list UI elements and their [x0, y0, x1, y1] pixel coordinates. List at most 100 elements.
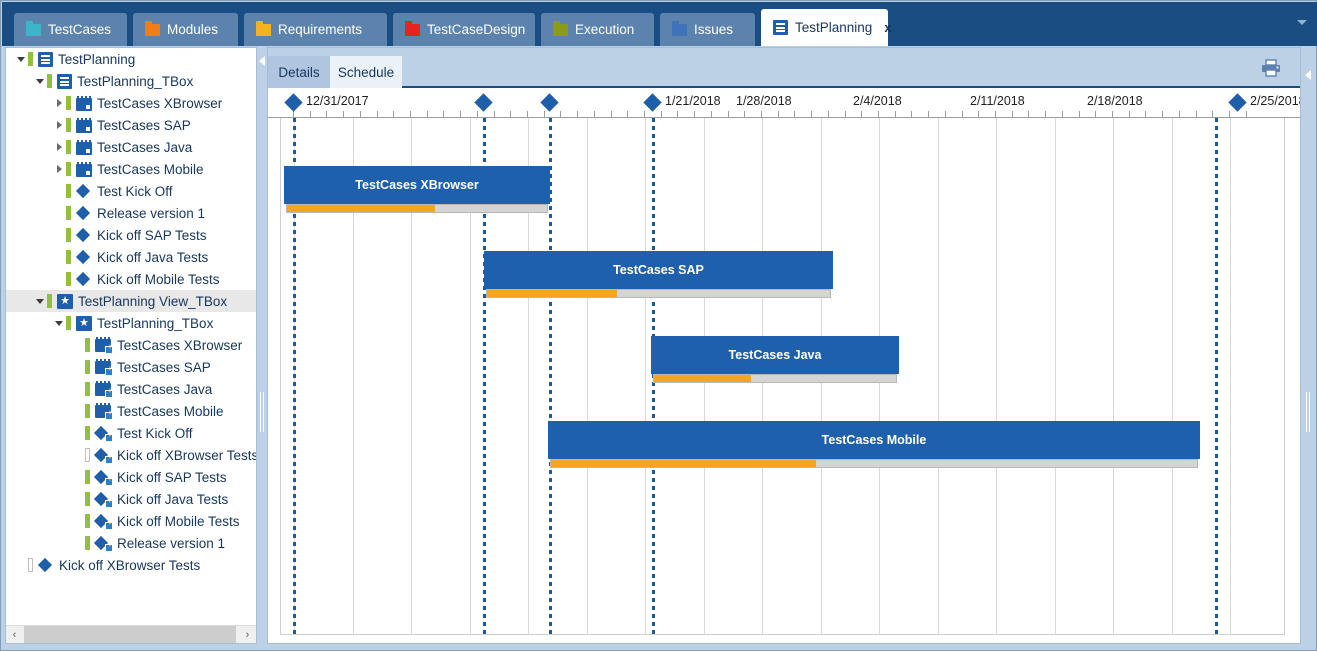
tree-item[interactable]: TestPlanning_TBox [6, 70, 256, 92]
right-panel-splitter[interactable] [1301, 47, 1314, 644]
gantt-task-label[interactable]: TestCases XBrowser [284, 166, 550, 204]
gantt-task-label[interactable]: TestCases Mobile [548, 421, 1200, 459]
gantt-task-label[interactable]: TestCases SAP [484, 251, 833, 289]
tree-item[interactable]: TestCases Mobile [6, 400, 256, 422]
status-marker [85, 536, 90, 550]
linked-badge-icon [105, 430, 114, 442]
tree-item[interactable]: Kick off XBrowser Tests [6, 554, 256, 576]
tree-item[interactable]: Release version 1 [6, 532, 256, 554]
chevron-down-icon[interactable] [52, 320, 66, 326]
tree-item[interactable]: TestCases SAP [6, 114, 256, 136]
document-tab-issues[interactable]: Issues [660, 13, 755, 46]
tree-horizontal-scrollbar[interactable]: ‹ › [6, 625, 256, 643]
document-tab-testcases[interactable]: TestCases [14, 13, 127, 46]
status-marker [28, 558, 33, 572]
splitter-grip-icon[interactable] [1305, 392, 1311, 432]
status-marker [66, 140, 71, 154]
chevron-right-icon[interactable] [52, 143, 66, 151]
chevron-right-icon[interactable] [52, 165, 66, 173]
tree-item[interactable]: TestCases SAP [6, 356, 256, 378]
scroll-left-arrow-icon[interactable]: ‹ [6, 626, 23, 643]
status-marker [66, 316, 71, 330]
tree-item[interactable]: Kick off Java Tests [6, 246, 256, 268]
status-marker [66, 272, 71, 286]
status-marker [66, 118, 71, 132]
document-tab-modules[interactable]: Modules [133, 13, 238, 46]
tree-item[interactable]: Kick off XBrowser Tests [6, 444, 256, 466]
tree-item[interactable]: TestPlanning_TBox [6, 312, 256, 334]
timeline-tick [911, 111, 913, 117]
timeline-tick [727, 111, 729, 117]
tree-item[interactable]: TestPlanning [6, 48, 256, 70]
timeline-date-label: 1/21/2018 [665, 94, 721, 108]
tab-schedule[interactable]: Schedule [330, 56, 402, 88]
testcases-linked-icon [95, 337, 114, 354]
gantt-task-bar[interactable]: TestCases Java [651, 336, 899, 383]
document-tab-execution[interactable]: Execution [541, 13, 654, 46]
tree-item[interactable]: Kick off SAP Tests [6, 466, 256, 488]
tree-item[interactable]: TestCases XBrowser [6, 334, 256, 356]
timeline-tick [710, 111, 712, 117]
tree-item[interactable]: Kick off Mobile Tests [6, 268, 256, 290]
timeline-milestone-marker[interactable] [540, 93, 559, 112]
timeline-tick [1028, 111, 1030, 117]
folder-icon [26, 20, 41, 36]
tree-item[interactable]: TestCases XBrowser [6, 92, 256, 114]
document-tab-requirements[interactable]: Requirements [244, 13, 387, 46]
tree-item[interactable]: TestCases Mobile [6, 158, 256, 180]
tree-item[interactable]: Kick off Mobile Tests [6, 510, 256, 532]
gantt-task-label[interactable]: TestCases Java [651, 336, 899, 374]
timeline-milestone-marker[interactable] [284, 93, 303, 112]
timeline-tick [1145, 111, 1147, 117]
gantt-task-bar[interactable]: TestCases XBrowser [284, 166, 550, 213]
status-marker [66, 250, 71, 264]
timeline-tick [1228, 111, 1230, 117]
milestone-icon [76, 249, 92, 265]
gantt-task-bar[interactable]: TestCases SAP [484, 251, 833, 298]
splitter-grip-icon[interactable] [259, 392, 265, 432]
status-marker [66, 206, 71, 220]
collapse-right-panel-icon[interactable] [1303, 67, 1313, 83]
gantt-task-bar[interactable]: TestCases Mobile [548, 421, 1200, 468]
document-tab-testcasedesign[interactable]: TestCaseDesign [393, 13, 535, 46]
timeline-milestone-marker[interactable] [643, 93, 662, 112]
tree-item[interactable]: Kick off Java Tests [6, 488, 256, 510]
linked-badge-icon [105, 342, 114, 354]
tree-item[interactable]: Test Kick Off [6, 180, 256, 202]
chart-gridline [996, 118, 997, 634]
chevron-down-icon[interactable] [33, 78, 47, 84]
timeline-milestone-marker[interactable] [1228, 93, 1247, 112]
tree-item[interactable]: Release version 1 [6, 202, 256, 224]
milestone-guideline [1215, 118, 1218, 634]
timeline-tick [827, 111, 829, 117]
chevron-right-icon[interactable] [52, 121, 66, 129]
tree-item[interactable]: Kick off SAP Tests [6, 224, 256, 246]
tree-item[interactable]: Test Kick Off [6, 422, 256, 444]
scrollbar-thumb[interactable] [24, 626, 236, 643]
close-tab-icon[interactable]: x [884, 20, 892, 35]
milestone-guideline [483, 118, 486, 634]
milestone-linked-icon [95, 425, 114, 442]
collapse-left-panel-icon[interactable] [258, 53, 268, 69]
timeline-tick [1061, 111, 1063, 117]
timeline-milestone-marker[interactable] [474, 93, 493, 112]
timeline-tick [811, 111, 813, 117]
tree-item[interactable]: TestCases Java [6, 378, 256, 400]
gantt-progress-fill [287, 205, 436, 212]
chevron-right-icon[interactable] [52, 99, 66, 107]
tree-panel-splitter[interactable] [257, 47, 267, 644]
printer-icon[interactable] [1260, 58, 1282, 78]
tab-overflow-chevron-down-icon[interactable] [1297, 20, 1307, 25]
chevron-down-icon[interactable] [14, 56, 28, 62]
tree-item[interactable]: TestPlanning View_TBox [6, 290, 256, 312]
scroll-right-arrow-icon[interactable]: › [239, 626, 256, 643]
tree-item-label: TestCases XBrowser [117, 337, 243, 353]
chevron-down-icon[interactable] [33, 298, 47, 304]
tree-item[interactable]: TestCases Java [6, 136, 256, 158]
tab-details[interactable]: Details [268, 56, 330, 88]
status-marker [85, 338, 90, 352]
